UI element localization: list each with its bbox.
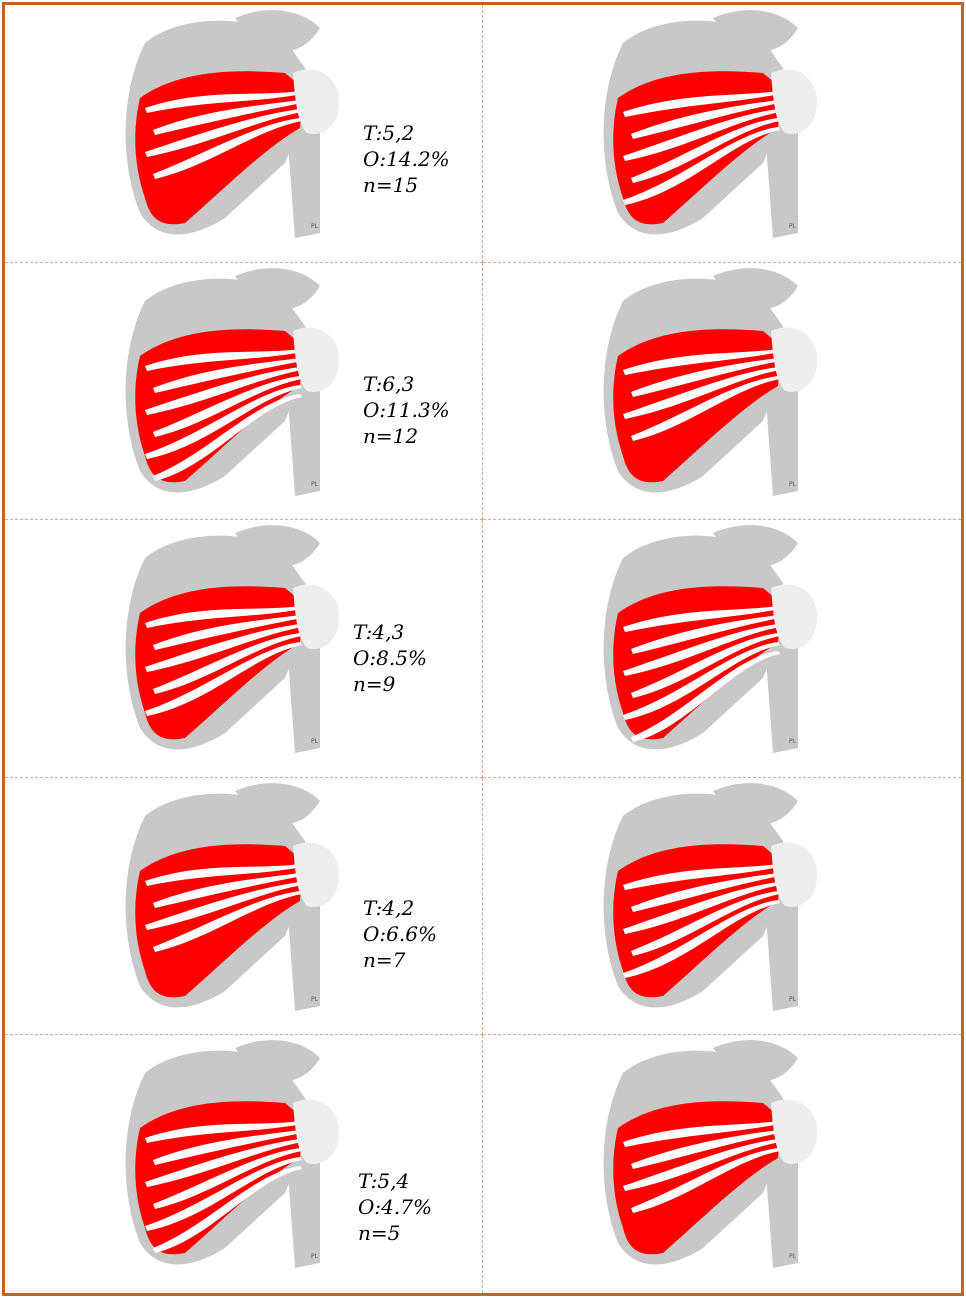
pl-mark: PL xyxy=(311,223,319,230)
scapula-illustration: PL xyxy=(483,1035,961,1293)
panel: PLT:5,3O:11.3%n=12 xyxy=(483,5,961,263)
stat-n: n=5 xyxy=(358,1220,432,1246)
scapula-illustration: PL xyxy=(483,263,961,521)
pl-mark: PL xyxy=(789,223,797,230)
stat-t: T:5,2 xyxy=(363,120,450,146)
stat-o: O:8.5% xyxy=(353,645,427,671)
pl-mark: PL xyxy=(311,996,319,1003)
scapula-illustration: PL xyxy=(483,778,961,1036)
stat-n: n=12 xyxy=(363,423,450,449)
stat-o: O:6.6% xyxy=(363,921,437,947)
stat-t: T:4,2 xyxy=(363,895,437,921)
panel: PLT:5,1O:5.7%n=6 xyxy=(483,778,961,1036)
stat-t: T:6,3 xyxy=(363,371,450,397)
stat-o: O:4.7% xyxy=(358,1194,432,1220)
panel-grid: PLT:5,2O:14.2%n=15PLT:5,3O:11.3%n=12PLT:… xyxy=(5,5,961,1293)
stat-o: O:14.2% xyxy=(363,146,450,172)
stat-o: O:11.3% xyxy=(363,397,450,423)
panel: PLT:6,2O:9.4%n=10 xyxy=(483,263,961,521)
scapula-illustration: PL xyxy=(483,5,961,263)
stat-n: n=9 xyxy=(353,671,427,697)
pl-mark: PL xyxy=(311,738,319,745)
pl-mark: PL xyxy=(789,996,797,1003)
pl-mark: PL xyxy=(311,1253,319,1260)
scapula-illustration: PL xyxy=(5,1035,483,1293)
stat-t: T:4,3 xyxy=(353,619,427,645)
stat-t: T:5,4 xyxy=(358,1168,432,1194)
pl-mark: PL xyxy=(311,481,319,488)
panel: PL T:4,2O:6.6%n=7 xyxy=(5,778,483,1036)
pl-mark: PL xyxy=(789,481,797,488)
panel: PLT:7,3O:4.7%n=5 xyxy=(483,1035,961,1293)
stat-n: n=7 xyxy=(363,947,437,973)
scapula-illustration: PL xyxy=(483,520,961,778)
pl-mark: PL xyxy=(789,738,797,745)
pl-mark: PL xyxy=(789,1253,797,1260)
stat-n: n=15 xyxy=(363,172,450,198)
panel: PLT:4,1O:7.5%n=8 xyxy=(483,520,961,778)
panel-stats: T:4,3O:8.5%n=9 xyxy=(353,619,427,697)
